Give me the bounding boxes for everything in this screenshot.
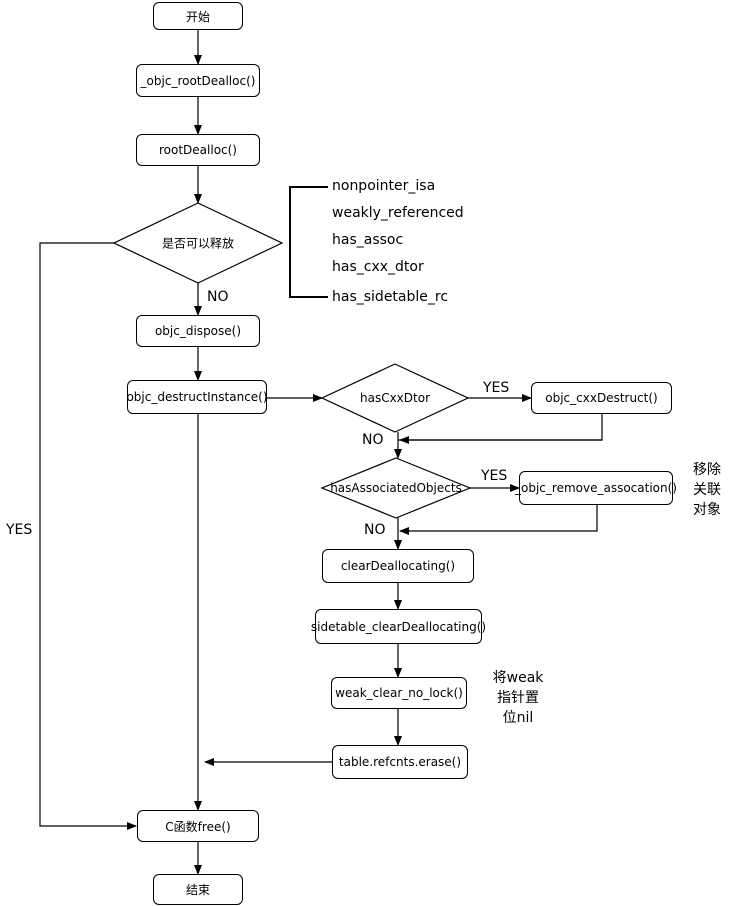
note-line: 指针置: [497, 690, 539, 706]
isa-flag: has_assoc: [332, 232, 404, 248]
objc-cxxdestruct-node: objc_cxxDestruct(): [531, 382, 672, 414]
edge-label-no-cxx: NO: [362, 432, 384, 448]
table-refcnts-erase-node: table.refcnts.erase(): [332, 745, 468, 779]
cleardeallocating-node: clearDeallocating(): [322, 549, 474, 583]
weak-clear-no-lock-node: weak_clear_no_lock(): [331, 677, 467, 709]
edge-label-yes-assoc: YES: [481, 468, 508, 484]
objc-dispose-node: objc_dispose(): [136, 315, 260, 347]
rootdealloc-node: rootDealloc(): [136, 134, 260, 166]
note-line: 移除: [693, 462, 721, 478]
note-line: 位nil: [502, 710, 534, 726]
edge-label-no-main: NO: [207, 289, 229, 305]
isa-flag: has_sidetable_rc: [332, 289, 449, 305]
note-weak-nil: 将weak 指针置 位nil: [488, 668, 548, 728]
objc-rootdealloc-node: _objc_rootDealloc(): [136, 64, 260, 97]
edge-label-no-assoc: NO: [364, 522, 386, 538]
end-node: 结束: [153, 874, 243, 905]
hasassociatedobjects-decision: hasAssociatedObjects: [330, 481, 462, 495]
isa-flag: nonpointer_isa: [332, 178, 436, 194]
sidetable-cleardeallocating-node: sidetable_clearDeallocating(): [311, 609, 486, 644]
note-line: 对象: [693, 502, 721, 518]
c-free-node: C函数free(): [137, 810, 259, 842]
isa-flag: has_cxx_dtor: [332, 259, 424, 275]
start-node: 开始: [153, 2, 243, 30]
objc-remove-assocation-node: _objc_remove_assocation(): [515, 471, 677, 505]
edge-label-yes-left: YES: [6, 522, 33, 538]
objc-destructinstance-node: objc_destructInstance(): [126, 380, 268, 414]
hascxxdtor-decision: hasCxxDtor: [359, 391, 431, 405]
edge-label-yes-cxx: YES: [483, 380, 510, 396]
note-remove-assoc: 移除 关联 对象: [684, 460, 729, 520]
note-line: 关联: [693, 482, 721, 498]
isa-flag: weakly_referenced: [332, 205, 464, 221]
can-release-decision: 是否可以释放: [161, 236, 235, 251]
note-line: 将weak: [492, 670, 544, 686]
